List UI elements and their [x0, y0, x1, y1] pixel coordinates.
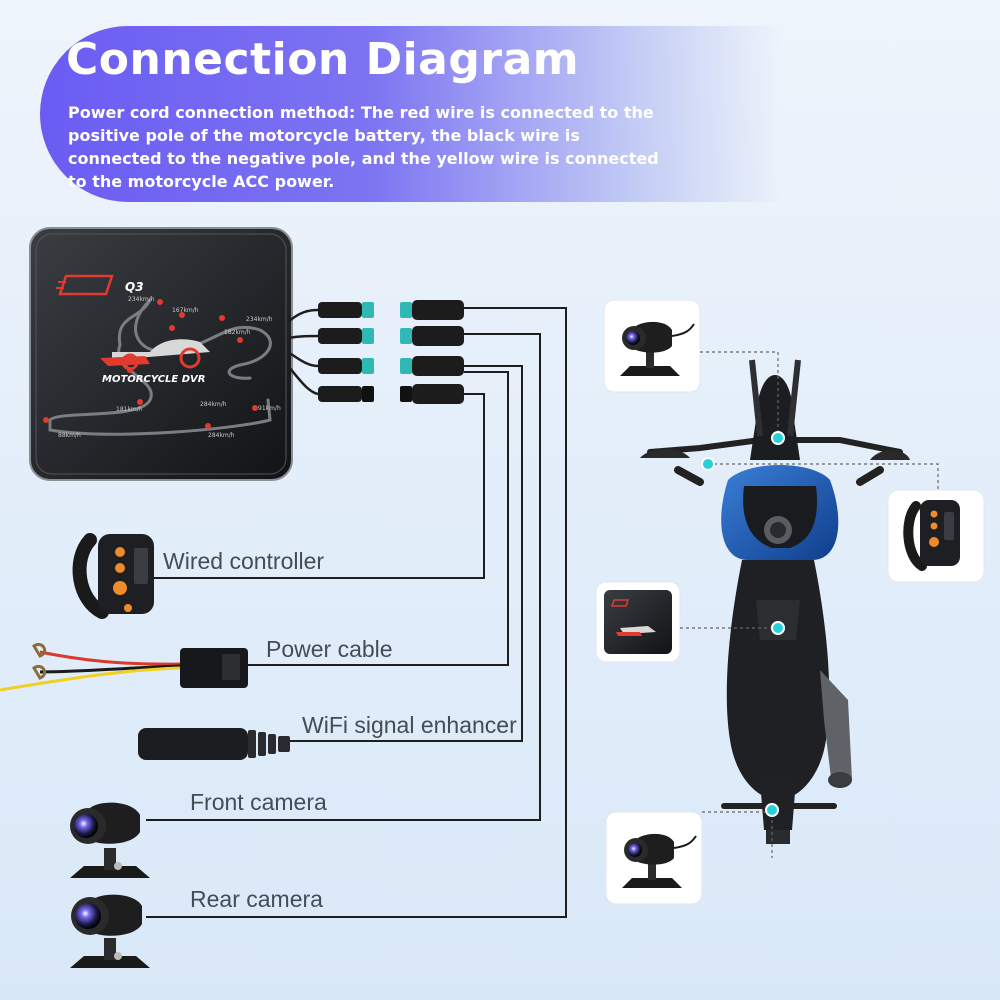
leader-lines — [680, 351, 939, 858]
wifi-enhancer — [138, 728, 290, 760]
wifi-enhancer-label: WiFi signal enhancer — [302, 712, 517, 738]
rear-camera — [70, 894, 150, 968]
wired-controller-label: Wired controller — [163, 548, 325, 574]
page-title: Connection Diagram — [66, 34, 580, 85]
brand-label: MOTORCYCLE DVR — [102, 374, 205, 385]
callout-dvr-unit — [595, 581, 681, 663]
rear-camera-label: Rear camera — [190, 886, 323, 912]
front-camera-label: Front camera — [190, 789, 327, 815]
header-description: Power cord connection method: The red wi… — [68, 103, 659, 191]
speed-label: 167km/h — [172, 307, 199, 314]
wired-controller — [72, 533, 154, 619]
speed-label: 182km/h — [224, 329, 251, 336]
power-cable — [0, 642, 248, 692]
connector-pairs — [318, 300, 464, 404]
speed-label: 284km/h — [200, 401, 227, 408]
routing-wires — [136, 307, 567, 918]
dvr-unit: Q3 MOTORCYCLE DVR 234km/h 167km/h 234km/… — [29, 227, 293, 481]
race-track — [48, 298, 272, 436]
speed-label: 181km/h — [116, 406, 143, 413]
callout-front-camera — [603, 299, 701, 393]
callout-dots — [701, 431, 785, 817]
speed-label: 88km/h — [58, 432, 81, 439]
callout-rear-camera — [605, 811, 703, 905]
front-camera — [70, 802, 150, 878]
speed-label: 234km/h — [246, 316, 273, 323]
dvr-bike-logo — [100, 339, 210, 371]
model-label: Q3 — [125, 280, 144, 294]
speed-label: 234km/h — [128, 296, 155, 303]
motorcycle — [640, 359, 910, 844]
speed-label: 91km/h — [258, 405, 281, 412]
dvr-cables — [287, 308, 319, 396]
header-banner — [40, 26, 780, 202]
power-cable-label: Power cable — [266, 636, 393, 662]
callout-wired-controller — [887, 489, 985, 583]
speed-label: 284km/h — [208, 432, 235, 439]
